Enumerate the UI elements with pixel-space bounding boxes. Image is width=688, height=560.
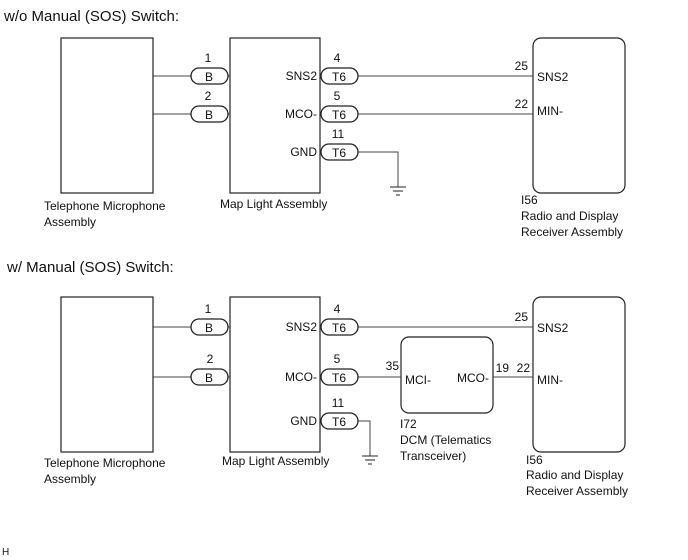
maplight-term-gnd-top: GND — [290, 145, 317, 159]
telephone-microphone-box-bottom — [60, 296, 154, 453]
radio-pin-25-bottom: 25 — [515, 310, 529, 324]
radio-term-min-bottom: MIN- — [537, 373, 563, 387]
connector-t6-label-5-top: T6 — [332, 108, 346, 122]
connector-b-label-2-bottom: B — [205, 371, 213, 385]
telephone-microphone-label-bottom-line1: Telephone Microphone — [44, 456, 166, 470]
telephone-microphone-label-bottom-line2: Assembly — [44, 472, 96, 486]
connector-b-pin1-bottom — [190, 318, 229, 336]
connector-b-label-1-bottom: B — [205, 321, 213, 335]
dcm-pin-19: 19 — [496, 361, 510, 375]
connector-b-pin2-top — [190, 105, 229, 123]
connector-t6-label-5-bottom: T6 — [332, 371, 346, 385]
connector-t6-pin4-bottom — [320, 318, 359, 336]
connector-t6-pin11-top — [320, 143, 359, 161]
dcm-pin-35: 35 — [386, 359, 400, 373]
pin-2-top: 2 — [205, 89, 212, 103]
telephone-microphone-label-top-line1: Telephone Microphone — [44, 199, 166, 213]
telephone-microphone-label-top-line2: Assembly — [44, 215, 96, 229]
ground-icon-top — [390, 186, 406, 196]
connector-t6-pin5-top — [320, 105, 359, 123]
section-title-top: w/o Manual (SOS) Switch: — [3, 8, 179, 25]
section-title-bottom: w/ Manual (SOS) Switch: — [6, 259, 174, 276]
connector-t6-pin5-bottom — [320, 368, 359, 386]
telephone-microphone-box-top — [60, 37, 154, 194]
radio-receiver-label-bottom-line1: Radio and Display — [526, 468, 623, 482]
map-light-label-bottom: Map Light Assembly — [222, 454, 329, 468]
pin-4-top: 4 — [334, 51, 341, 65]
radio-pin-25-top: 25 — [515, 59, 529, 73]
radio-receiver-label-bottom-line2: Receiver Assembly — [526, 484, 628, 498]
pin-5-bottom: 5 — [334, 352, 341, 366]
ground-icon-bottom — [362, 455, 378, 465]
section-without-sos-switch: w/o Manual (SOS) Switch: Telephone Micro… — [3, 8, 626, 239]
pin-11-bottom: 11 — [332, 396, 345, 410]
maplight-term-gnd-bottom: GND — [290, 414, 317, 428]
connector-t6-label-11-top: T6 — [332, 146, 346, 160]
pin-2-bottom: 2 — [207, 352, 214, 366]
connector-t6-label-11-bottom: T6 — [332, 415, 346, 429]
connector-b-pin1-top — [190, 67, 229, 85]
radio-pin-22-top: 22 — [515, 97, 529, 111]
dcm-term-mci: MCI- — [405, 373, 431, 387]
radio-term-sns2-bottom: SNS2 — [537, 321, 569, 335]
dcm-code: I72 — [400, 417, 417, 431]
map-light-label-top: Map Light Assembly — [220, 197, 327, 211]
radio-receiver-code-bottom: I56 — [526, 453, 543, 467]
pin-11-top: 11 — [332, 127, 345, 141]
connector-t6-pin4-top — [320, 67, 359, 85]
dcm-label-line1: DCM (Telematics — [400, 433, 491, 447]
connector-b-label-1-top: B — [205, 70, 213, 84]
connector-t6-pin11-bottom — [320, 412, 359, 430]
dcm-label-line2: Transceiver) — [400, 449, 466, 463]
pin-4-bottom: 4 — [334, 302, 341, 316]
maplight-term-sns2-bottom: SNS2 — [286, 320, 318, 334]
radio-term-min-top: MIN- — [537, 104, 563, 118]
maplight-term-sns2-top: SNS2 — [286, 69, 318, 83]
footer-mark: H — [2, 547, 9, 558]
map-light-box-bottom — [229, 296, 321, 453]
radio-receiver-box-bottom — [532, 296, 626, 453]
map-light-box-top — [229, 37, 321, 194]
connector-b-label-2-top: B — [205, 108, 213, 122]
radio-receiver-box-top — [532, 37, 626, 194]
radio-receiver-label-top-line2: Receiver Assembly — [521, 225, 623, 239]
radio-pin-22-bottom: 22 — [517, 361, 531, 375]
pin-1-top: 1 — [205, 51, 212, 65]
section-with-sos-switch: w/ Manual (SOS) Switch: Telephone Microp… — [6, 259, 628, 498]
radio-term-sns2-top: SNS2 — [537, 70, 569, 84]
connector-b-pin2-bottom — [190, 368, 229, 386]
radio-receiver-label-top-line1: Radio and Display — [521, 209, 618, 223]
pin-5-top: 5 — [334, 89, 341, 103]
connector-t6-label-4-bottom: T6 — [332, 321, 346, 335]
dcm-box — [400, 336, 494, 414]
maplight-term-mco-top: MCO- — [285, 107, 317, 121]
maplight-term-mco-bottom: MCO- — [285, 370, 317, 384]
radio-receiver-code-top: I56 — [521, 193, 538, 207]
pin-1-bottom: 1 — [205, 302, 212, 316]
dcm-term-mco: MCO- — [457, 371, 489, 385]
connector-t6-label-4-top: T6 — [332, 70, 346, 84]
